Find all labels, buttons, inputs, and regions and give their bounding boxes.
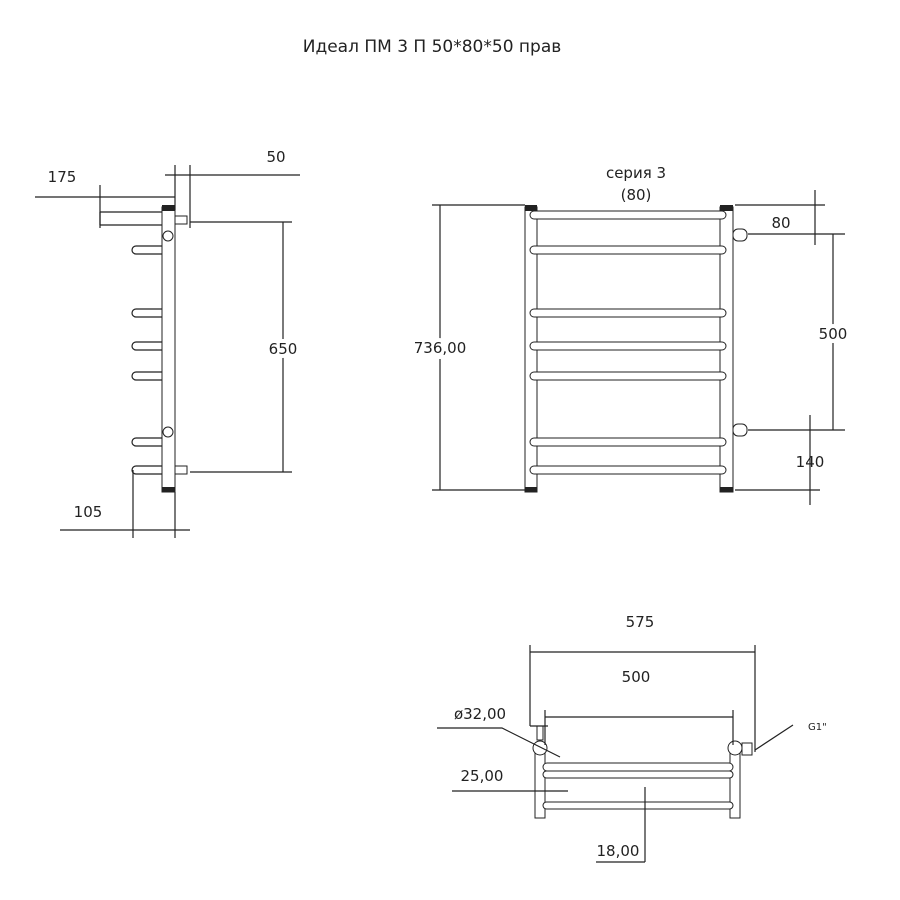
dim-500-top: 500 [622,668,651,686]
series-value: (80) [621,186,652,204]
dim-rung-offset: 25,00 [461,767,504,785]
series-label: серия 3 [606,164,666,182]
dim-80: 80 [771,214,790,232]
dim-175: 175 [48,168,77,186]
dim-500-front: 500 [819,325,848,343]
front-view: серия 3 (80) 736,00 80 500 140 [410,164,851,505]
dim-736: 736,00 [414,339,467,357]
front-rungs [529,210,727,475]
side-rungs [131,245,162,475]
dim-50: 50 [266,148,285,166]
dim-650: 650 [269,340,298,358]
dim-thread: G1" [808,722,827,733]
drawing-title: Идеал ПМ 3 П 50*80*50 прав [303,37,562,57]
side-view: 175 50 650 105 [35,148,301,538]
dim-rung-diameter: 18,00 [597,842,640,860]
top-view: 575 500 ø32,00 G1" 25,00 18,00 [437,613,827,863]
dim-575: 575 [626,613,655,631]
dim-pipe-diameter: ø32,00 [454,705,506,723]
dim-105: 105 [74,503,103,521]
dim-140: 140 [796,453,825,471]
